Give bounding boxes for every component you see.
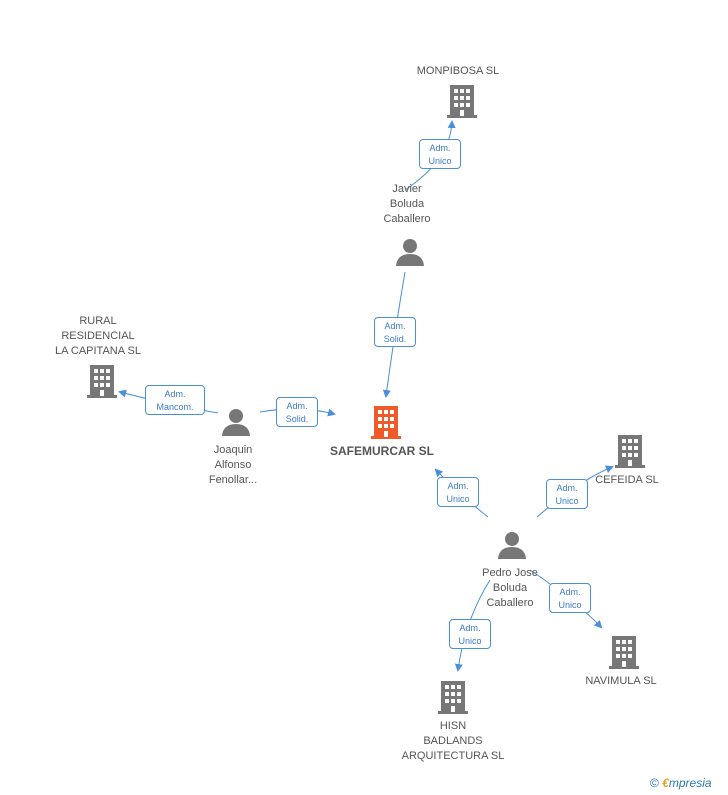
edge-badge-javier-monpibosa[interactable]: Adm. Unico	[419, 139, 461, 169]
building-icon[interactable]	[614, 434, 646, 468]
edge-badge-pedro-center[interactable]: Adm. Unico	[437, 477, 479, 507]
edge-badge-pedro-hisn[interactable]: Adm. Unico	[449, 619, 491, 649]
node-label-monpibosa[interactable]: MONPIBOSA SL	[416, 65, 500, 77]
edge-badge-javier-center[interactable]: Adm. Solid.	[374, 317, 416, 347]
building-icon[interactable]	[437, 680, 469, 714]
building-icon[interactable]	[446, 84, 478, 118]
empresia-watermark: © €mpresia	[650, 776, 712, 790]
building-icon[interactable]	[608, 635, 640, 669]
node-label-hisn[interactable]: HISN BADLANDS ARQUITECTURA SL	[401, 720, 505, 762]
edge-badge-joaquin-rural[interactable]: Adm. Mancom.	[145, 385, 205, 415]
edge-badge-pedro-navimula[interactable]: Adm. Unico	[549, 583, 591, 613]
edge-badge-pedro-cefeida[interactable]: Adm. Unico	[546, 479, 588, 509]
person-icon[interactable]	[497, 530, 527, 560]
node-label-navimula[interactable]: NAVIMULA SL	[585, 675, 657, 687]
node-label-pedro[interactable]: Pedro Jose Boluda Caballero	[482, 567, 538, 609]
node-label-javier[interactable]: Javier Boluda Caballero	[383, 183, 431, 225]
center-building-icon[interactable]	[370, 404, 402, 440]
brand-e-logo: €	[662, 776, 669, 790]
building-icon[interactable]	[86, 364, 118, 398]
node-label-joaquin[interactable]: Joaquin Alfonso Fenollar...	[208, 444, 258, 486]
node-label-center[interactable]: SAFEMURCAR SL	[330, 444, 434, 458]
edge-badge-joaquin-center[interactable]: Adm. Solid.	[276, 397, 318, 427]
node-label-cefeida[interactable]: CEFEIDA SL	[595, 474, 659, 486]
brand-name: mpresia	[668, 776, 712, 790]
copyright-symbol: ©	[650, 776, 659, 790]
person-icon[interactable]	[221, 407, 251, 437]
person-icon[interactable]	[395, 237, 425, 267]
node-label-rural[interactable]: RURAL RESIDENCIAL LA CAPITANA SL	[54, 315, 141, 357]
